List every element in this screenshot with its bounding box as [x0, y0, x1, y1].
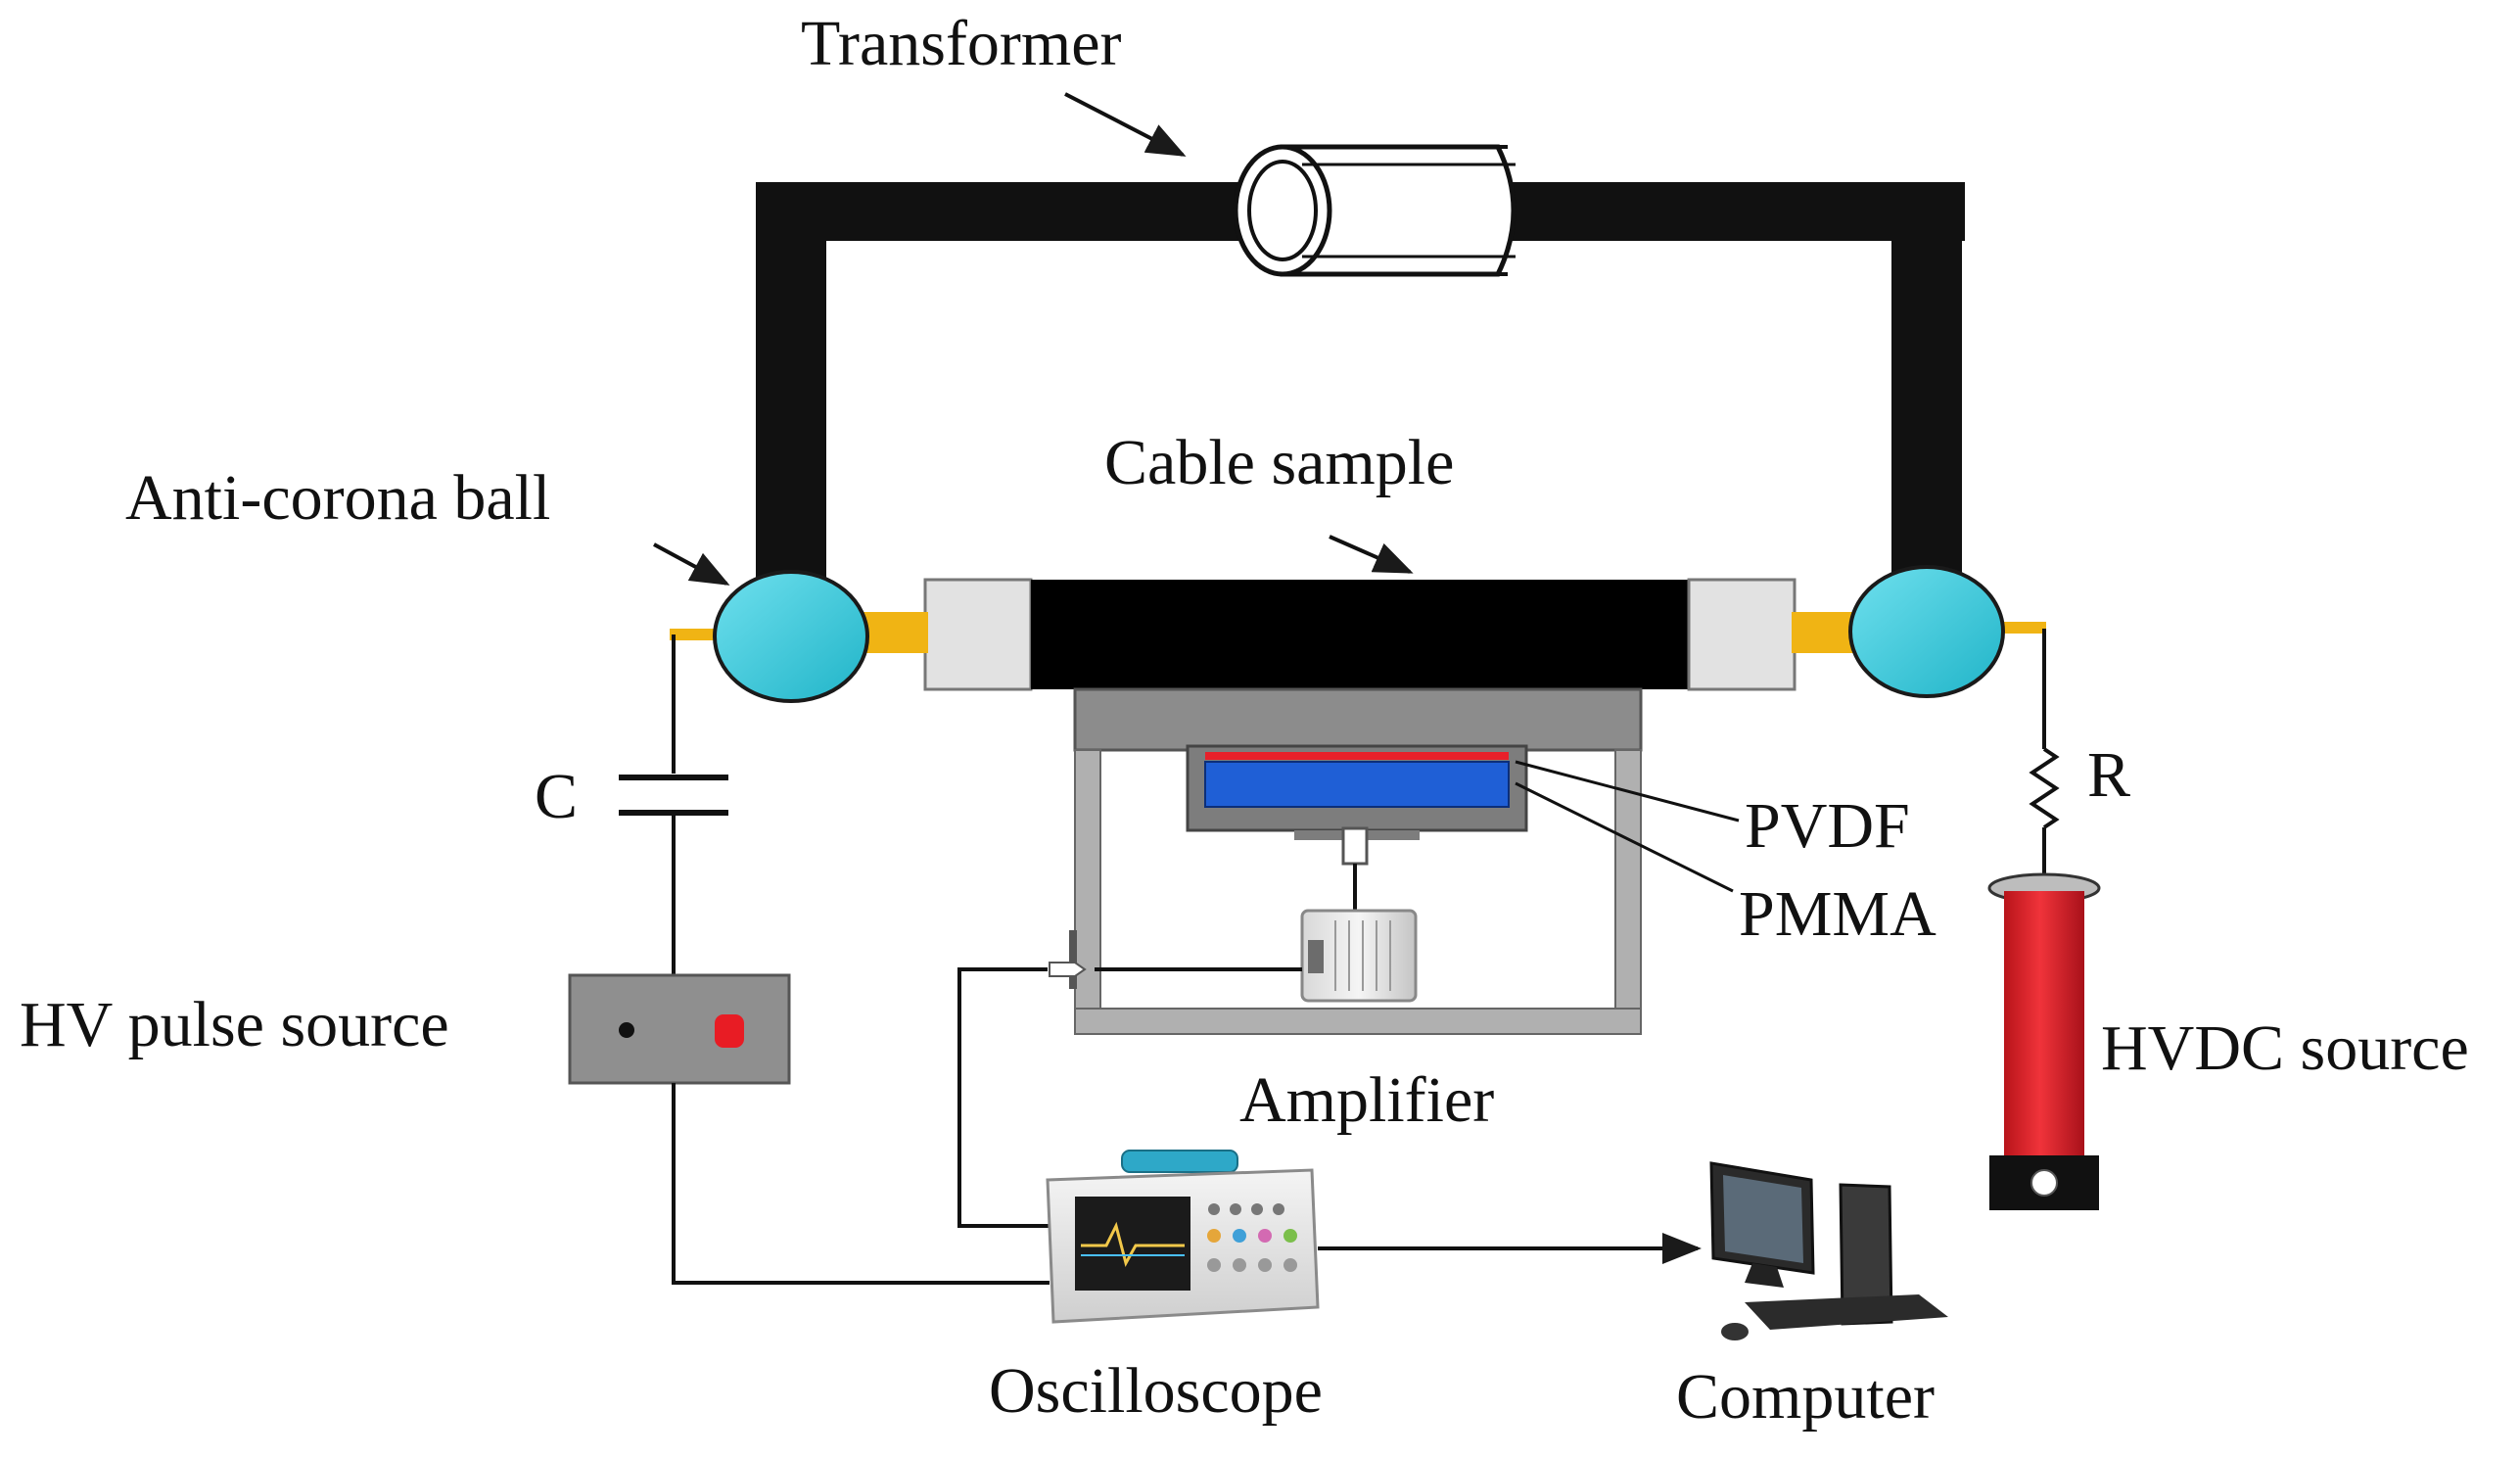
pmma-leader	[1515, 781, 1734, 893]
left-terminal	[858, 612, 928, 653]
cable-sample	[923, 578, 1797, 691]
left-anti-corona-ball	[713, 570, 869, 703]
cable-sample-arrow	[1329, 535, 1414, 574]
oscilloscope	[1046, 1150, 1320, 1324]
computer	[1709, 1161, 1948, 1340]
pmma-layer	[1204, 761, 1510, 808]
anti-corona-ball-label: Anti-corona ball	[125, 462, 550, 534]
pvdf-leader	[1515, 760, 1740, 822]
right-anti-corona-ball	[1848, 565, 2005, 698]
left-lead-terminal	[670, 629, 719, 640]
pmma-label: PMMA	[1739, 878, 1937, 950]
capacitor	[619, 775, 728, 816]
hvdc-source-label: HVDC source	[2101, 1012, 2469, 1084]
pulse-trigger-wire	[672, 1083, 1050, 1285]
pvdf-layer	[1205, 752, 1509, 760]
transformer-core	[1233, 144, 1517, 277]
hv-pulse-source	[568, 973, 791, 1085]
resistor	[2029, 747, 2060, 829]
transformer-arrow	[1064, 92, 1187, 157]
computer-label: Computer	[1676, 1361, 1935, 1433]
hv-pulse-source-label: HV pulse source	[20, 989, 449, 1060]
signal-wire	[957, 967, 1050, 1228]
anti-corona-arrow	[653, 542, 730, 586]
amplifier-label: Amplifier	[1239, 1064, 1494, 1136]
right-lead-terminal	[1997, 622, 2046, 634]
resistor-label: R	[2087, 739, 2130, 811]
oscilloscope-label: Oscilloscope	[989, 1355, 1323, 1427]
hvdc-source	[1987, 872, 2101, 1210]
capacitor-label: C	[535, 761, 578, 832]
cable-sample-label: Cable sample	[1104, 427, 1454, 498]
sensor-assembly	[1186, 744, 1528, 911]
pea-frame	[1069, 687, 1643, 1035]
pvdf-label: PVDF	[1745, 790, 1910, 862]
amplifier	[1300, 909, 1418, 1003]
transformer-label: Transformer	[801, 8, 1122, 79]
